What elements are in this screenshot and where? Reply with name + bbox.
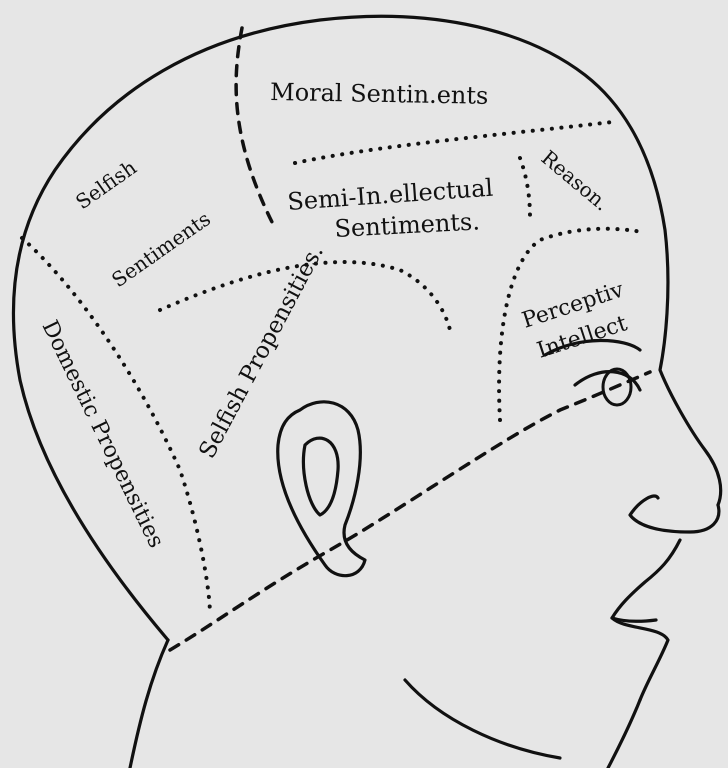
region-labels: Moral Sentin.ents Selfish Sentiments Rea… [37,78,631,552]
jaw-outline [405,680,560,758]
ear [278,402,365,576]
label-domestic-propensities: Domestic Propensities [37,317,169,552]
ear-inner [303,438,338,515]
head-outline [13,16,720,768]
label-semi-intellectual-line2: Sentiments. [334,207,481,243]
label-selfish-propensities: Selfish Propensities. [194,241,329,463]
label-reason: Reason. [537,145,614,215]
divider-domestic [22,238,210,615]
ear-outer [278,402,365,576]
mouth-line [612,618,656,621]
label-moral-sentiments: Moral Sentin.ents [270,78,489,110]
divider-reason-left [520,158,530,218]
label-selfish-sentiments-line1: Selfish [71,155,141,214]
label-selfish-sentiments-line2: Sentiments [107,207,215,293]
neck-outline [130,640,168,768]
chin-outline [608,700,640,768]
nose-outline [630,496,719,532]
divider-moral-left [236,28,275,228]
